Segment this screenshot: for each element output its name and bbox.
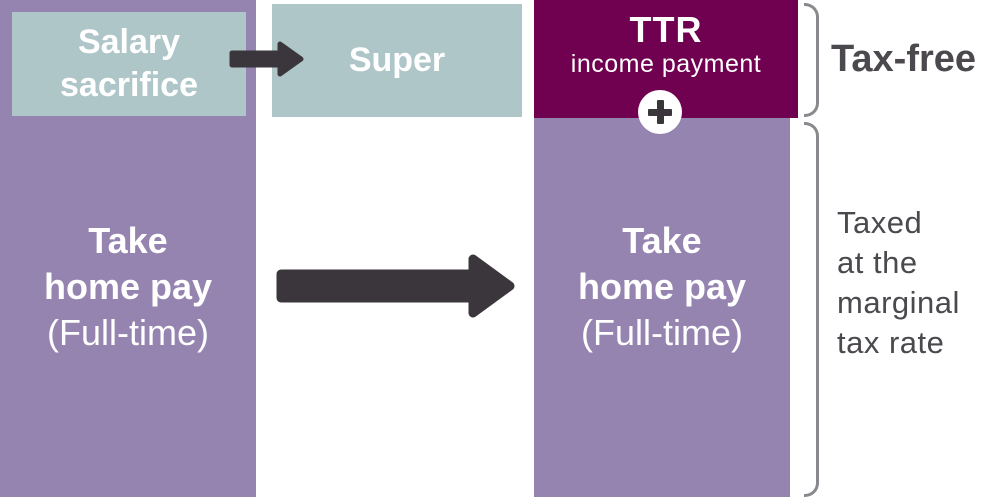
super-box: Super [272,4,522,117]
ttr-box: TTR income payment [534,0,798,118]
ttr-subtitle: income payment [570,50,762,78]
ttr-title: TTR [629,9,703,50]
taxed-bracket [804,122,819,497]
small-right-arrow-icon [229,41,304,77]
big-right-arrow-icon [276,254,515,318]
tax-free-label: Tax-free [831,38,977,80]
take-home-pay-left-subtitle: (Full-time) [47,312,209,353]
tax-free-bracket [804,3,819,117]
take-home-pay-right-subtitle: (Full-time) [581,312,743,353]
plus-icon [638,90,682,134]
right-purple-column [534,118,790,497]
super-label: Super [348,41,446,79]
